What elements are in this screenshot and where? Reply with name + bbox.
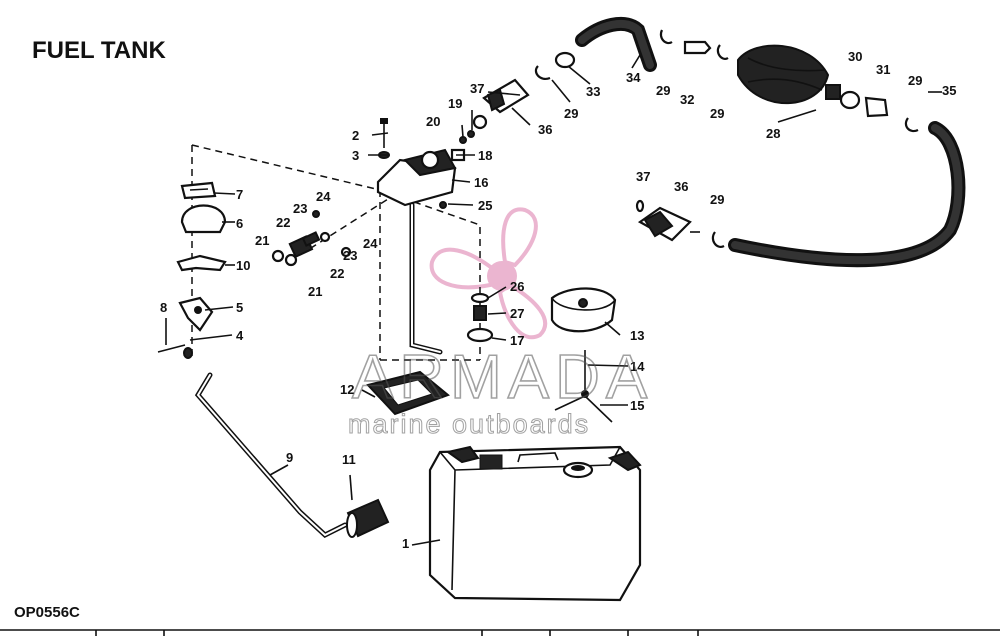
callout: 10 [236,258,250,273]
fuel-tank-body [428,445,642,602]
callout: 27 [510,306,524,321]
callout: 18 [478,148,492,163]
callout: 24 [363,236,378,251]
bracket-5 [178,296,214,332]
nut-4 [183,347,193,359]
watermark-propeller-logo [429,207,548,340]
figure-code: OP0556C [14,604,80,621]
o-ring-19 [467,130,475,138]
callout: 9 [286,450,293,465]
callout: 35 [942,83,956,98]
callout: 13 [630,328,644,343]
callout: 31 [876,62,890,77]
callout: 36 [674,179,688,194]
assembly-guide-lines [191,144,481,361]
hose-34 [575,16,657,72]
callout: 34 [626,70,641,85]
callout: 36 [538,122,552,137]
callout: 5 [236,300,243,315]
bolt-8 [157,344,186,353]
spring-27 [473,305,487,321]
callout: 25 [478,198,492,213]
callout: 17 [510,333,524,348]
nut-25 [439,201,447,209]
callout: 7 [236,187,243,202]
callout: 12 [340,382,354,397]
cover-6 [180,204,227,234]
gasket-12 [366,370,450,416]
callout: 16 [474,175,488,190]
clamp-29-a [534,65,551,80]
callout: 29 [710,106,724,121]
watermark-tagline: marine outboards [348,409,590,439]
check-valve-32 [683,40,712,55]
callout: 29 [908,73,922,88]
callout: 29 [656,83,670,98]
callout: 21 [308,284,322,299]
clip-10 [176,254,227,272]
callout: 28 [766,126,780,141]
callout-labels: 1 2 3 4 5 6 7 8 9 10 11 12 13 14 15 16 1… [160,49,956,551]
clamp-29-b [659,29,673,45]
o-ring-37-right [635,199,645,213]
callout: 37 [470,81,484,96]
filler-cap-13 [550,287,617,333]
sleeve-11 [346,498,390,538]
callout: 22 [276,215,290,230]
vent-15 [554,395,613,423]
callout-leaders [165,54,942,546]
connector-36-top [472,78,530,130]
connector-36-right [637,206,700,242]
callout: 15 [630,398,644,413]
callout: 20 [426,114,440,129]
callout: 2 [352,128,359,143]
nut-30 [839,90,861,110]
callout: 33 [586,84,600,99]
callout: 19 [448,96,462,111]
callout: 32 [680,92,694,107]
o-ring-20 [459,136,467,144]
grommet-17 [466,327,494,343]
clamp-29-d [904,117,919,133]
callout: 1 [402,536,409,551]
callout: 21 [255,233,269,248]
callout: 30 [848,49,862,64]
callout: 26 [510,279,524,294]
callout: 6 [236,216,243,231]
chain-14 [581,350,589,398]
clamp-29-c [716,44,729,60]
clamp-29-e [711,231,725,248]
bracket-7 [180,181,217,200]
callout: 3 [352,148,359,163]
diagram-title: FUEL TANK [32,37,166,64]
watermark-brand: ARMADA [352,343,653,412]
o-ring-26 [470,292,490,304]
rod-9 [194,372,348,539]
callout: 8 [160,300,167,315]
callout: 22 [330,266,344,281]
callout: 4 [236,328,244,343]
bottom-table-strip [0,629,1000,636]
callout: 11 [342,452,356,467]
callout: 14 [630,359,645,374]
callout: 37 [636,169,650,184]
callout: 23 [293,201,307,216]
fuel-gauge-assembly-16 [376,148,457,355]
callout: 29 [710,192,724,207]
hose-35 [728,121,966,268]
callout: 24 [316,189,331,204]
check-valve-parts-21-24 [271,210,352,267]
fitting-31 [864,96,889,118]
primer-bulb-28 [737,44,841,105]
callout: 29 [564,106,578,121]
callout: 23 [343,248,357,263]
sleeve-33 [554,51,576,69]
